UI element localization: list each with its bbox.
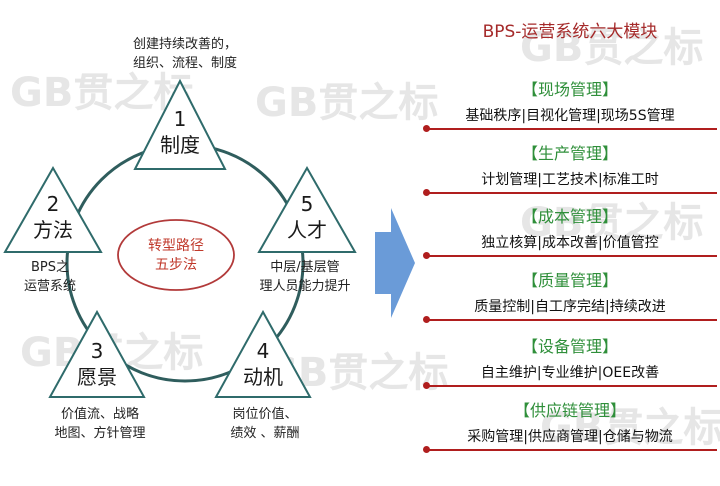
step-4-name: 动机 xyxy=(243,365,283,389)
module-items: 计划管理|工艺技术|标准工时 xyxy=(481,172,659,188)
step-4-caption: 岗位价值、 绩效 、薪酬 xyxy=(200,405,330,443)
watermark: GB贯之标 xyxy=(10,70,194,116)
caption-line: 价值流、战略 xyxy=(60,407,139,422)
step-1-name: 制度 xyxy=(160,133,200,157)
module-title: 【设备管理】 xyxy=(521,337,618,356)
step-2-name: 方法 xyxy=(33,218,73,242)
caption-line: BPS之 xyxy=(30,260,69,275)
center-ellipse xyxy=(117,219,235,291)
module-divider-dot xyxy=(423,316,430,323)
module-divider xyxy=(427,449,717,451)
triangle-step-1 xyxy=(133,78,227,170)
caption-line: 岗位价值、 xyxy=(232,407,298,422)
step-3-name: 愿景 xyxy=(77,365,117,389)
module-divider-dot xyxy=(423,189,430,196)
module-divider-dot xyxy=(423,382,430,389)
triangle-step-3 xyxy=(48,309,146,398)
module-divider xyxy=(427,192,717,194)
step-3-number: 3 xyxy=(90,339,104,363)
step-5-name: 人才 xyxy=(287,218,327,242)
center-label-line: 五步法 xyxy=(155,257,197,273)
module-title: 【现场管理】 xyxy=(521,80,618,99)
modules-header: BPS-运营系统六大模块 xyxy=(482,22,658,42)
caption-line: 组织、流程、制度 xyxy=(132,56,237,71)
module-divider-dot xyxy=(423,252,430,259)
watermark: GB贯之标 xyxy=(520,200,704,246)
caption-line: 运营系统 xyxy=(23,279,76,294)
caption-line: 地图、方针管理 xyxy=(54,426,146,441)
module-title: 【成本管理】 xyxy=(521,207,618,226)
watermark: GB贯之标 xyxy=(540,405,720,451)
caption-line: 理人员能力提升 xyxy=(259,279,351,294)
module-divider-dot xyxy=(423,125,430,132)
step-2-number: 2 xyxy=(46,192,60,216)
step-4-number: 4 xyxy=(256,339,270,363)
caption-line: 创建持续改善的， xyxy=(132,37,237,52)
step-1-number: 1 xyxy=(173,107,187,131)
module-title: 【生产管理】 xyxy=(521,144,618,163)
module-title: 【供应链管理】 xyxy=(513,401,626,420)
module-divider xyxy=(427,319,717,321)
triangle-step-5 xyxy=(257,165,357,253)
step-3-caption: 价值流、战略 地图、方针管理 xyxy=(30,405,170,443)
center-label-line: 转型路径 xyxy=(148,238,204,254)
step-5-caption: 中层/基层管 理人员能力提升 xyxy=(240,258,370,296)
watermark: GB贯之标 xyxy=(520,25,704,71)
module-divider-dot xyxy=(423,446,430,453)
step-1-caption: 创建持续改善的， 组织、流程、制度 xyxy=(110,35,260,73)
caption-line: 绩效 、薪酬 xyxy=(230,426,300,441)
module-items: 采购管理|供应商管理|仓储与物流 xyxy=(467,429,673,445)
module-divider xyxy=(427,385,717,387)
module-divider xyxy=(427,128,717,130)
module-items: 基础秩序|目视化管理|现场5S管理 xyxy=(465,108,675,124)
step-2-caption: BPS之 运营系统 xyxy=(0,258,100,296)
center-label: 转型路径 五步法 xyxy=(126,237,226,275)
module-title: 【质量管理】 xyxy=(521,271,618,290)
module-items: 自主维护|专业维护|OEE改善 xyxy=(480,365,660,381)
module-items: 独立核算|成本改善|价值管控 xyxy=(481,235,659,251)
triangle-step-2 xyxy=(3,165,103,253)
step-5-number: 5 xyxy=(300,192,314,216)
module-divider xyxy=(427,255,717,257)
right-arrow xyxy=(375,208,415,318)
triangle-step-4 xyxy=(214,309,312,398)
watermark: GB贯之标 xyxy=(255,80,439,126)
caption-line: 中层/基层管 xyxy=(270,260,340,275)
module-items: 质量控制|自工序完结|持续改进 xyxy=(474,299,666,315)
